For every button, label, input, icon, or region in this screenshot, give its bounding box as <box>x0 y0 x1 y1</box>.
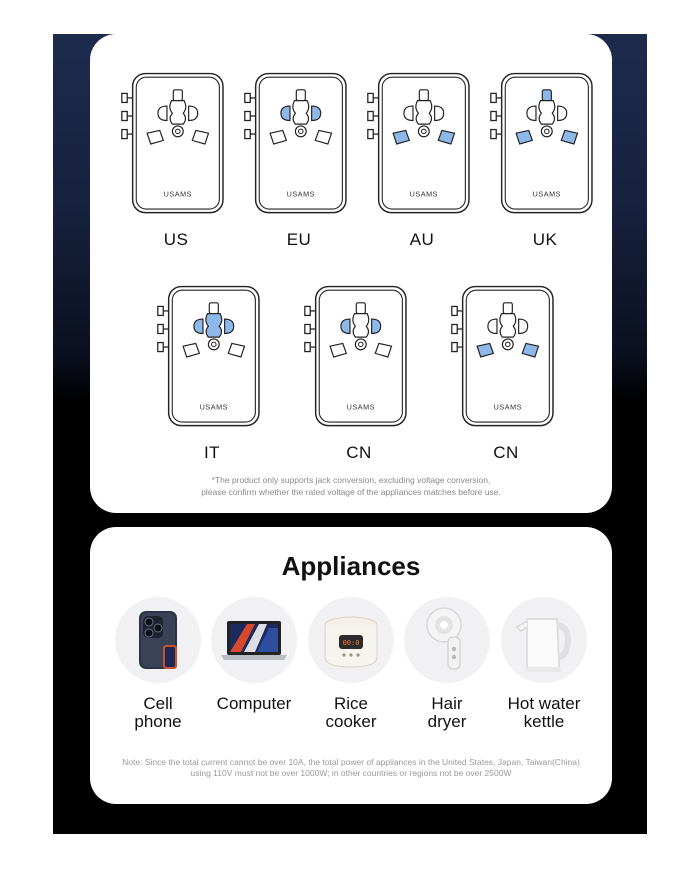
disclaimer-line-2: please confirm whether the rated voltage… <box>201 487 501 497</box>
svg-text:USAMS: USAMS <box>494 402 522 411</box>
appliance-name: Cell phone <box>134 694 182 731</box>
adapter-us-icon: USAMS <box>121 72 224 214</box>
adapter-eu-icon: USAMS <box>244 72 347 214</box>
adapter-label: AU <box>409 230 435 249</box>
adapter-label: US <box>163 230 189 249</box>
adapter-us: USAMS US <box>120 64 232 254</box>
appliance-name: Rice cooker <box>325 694 377 731</box>
adapter-au-icon: USAMS <box>367 72 470 214</box>
adapter-cn-2: USAMS CN <box>450 277 562 467</box>
appliance-name: Hair dryer <box>427 694 467 731</box>
appliances-title: Appliances <box>281 551 421 581</box>
adapter-cn-1-icon: USAMS <box>304 285 407 427</box>
adapter-cn-1: USAMS CN <box>303 277 415 467</box>
voltage-disclaimer: *The product only supports jack conversi… <box>90 474 612 498</box>
rice-cooker-icon: 00:0 <box>308 597 394 683</box>
kettle-icon <box>501 597 587 683</box>
adapter-label: EU <box>286 230 312 249</box>
svg-text:USAMS: USAMS <box>347 402 375 411</box>
adapter-eu: USAMS EU <box>243 64 355 254</box>
adapter-label: IT <box>203 443 221 462</box>
computer-icon <box>211 597 297 683</box>
adapter-label: CN <box>493 443 519 462</box>
cell-phone-icon <box>115 597 201 683</box>
svg-text:USAMS: USAMS <box>164 189 192 198</box>
appliance-name: Hot water kettle <box>507 694 581 731</box>
svg-text:00:0: 00:0 <box>343 639 360 647</box>
svg-text:USAMS: USAMS <box>533 189 561 198</box>
svg-text:USAMS: USAMS <box>200 402 228 411</box>
adapter-label: CN <box>346 443 372 462</box>
adapter-it: USAMS IT <box>156 277 268 467</box>
power-limit-note: Note: Since the total current cannot be … <box>122 757 580 778</box>
adapter-label: UK <box>532 230 558 249</box>
adapter-uk-icon: USAMS <box>490 72 593 214</box>
adapter-uk: USAMS UK <box>489 64 601 254</box>
svg-text:USAMS: USAMS <box>410 189 438 198</box>
adapter-au: USAMS AU <box>366 64 478 254</box>
hair-dryer-icon <box>404 597 490 683</box>
adapter-cn-2-icon: USAMS <box>451 285 554 427</box>
appliances-card: Appliances Cell phone <box>90 527 612 804</box>
adapter-it-icon: USAMS <box>157 285 260 427</box>
disclaimer-line-1: *The product only supports jack conversi… <box>211 475 491 485</box>
svg-text:USAMS: USAMS <box>287 189 315 198</box>
appliance-name: Computer <box>216 694 292 713</box>
plug-types-card: USAMS US USAMS EU USAMS AU USAMS UK USAM… <box>90 34 612 513</box>
